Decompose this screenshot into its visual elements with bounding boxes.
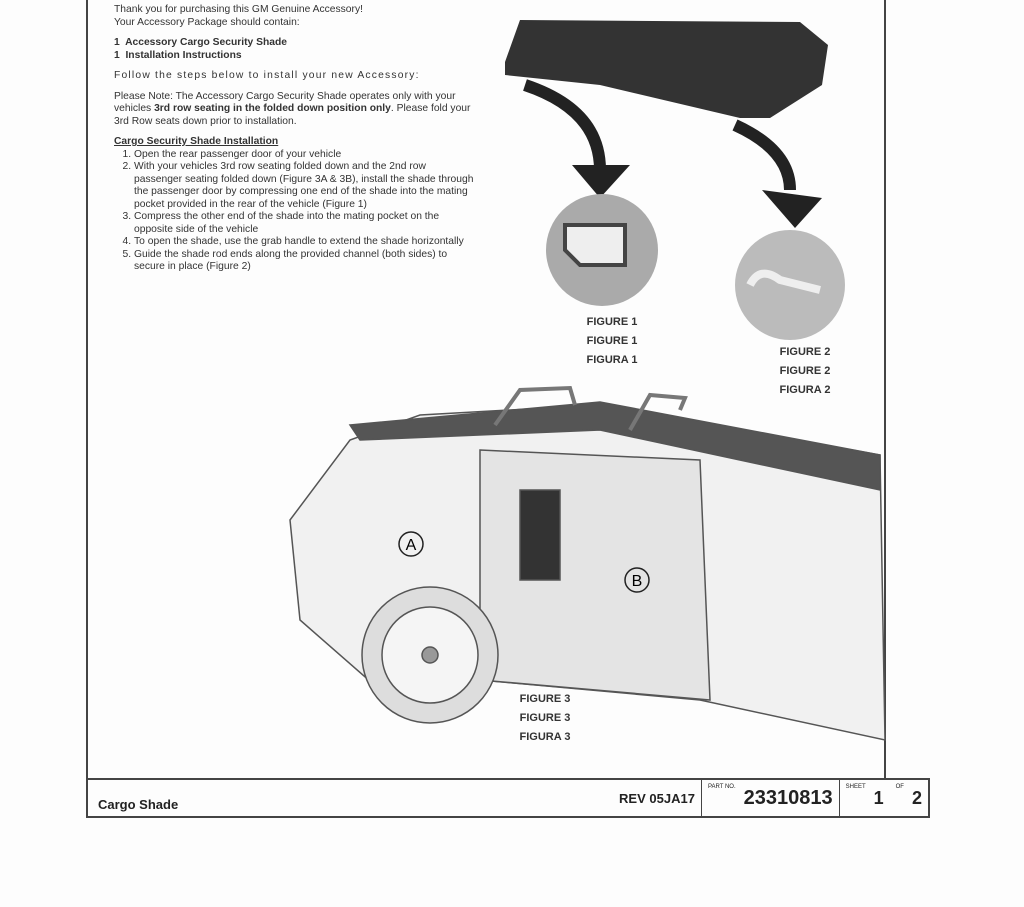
step: Guide the shade rod ends along the provi… [134,249,474,274]
title-block: Cargo Shade REV 05JA17 PART NO. 23310813… [86,778,930,818]
caption-line: FIGURA 3 [519,731,571,743]
step: With your vehicles 3rd row seating folde… [134,161,474,211]
install-heading: Cargo Security Shade Installation [114,136,279,147]
sheet-cell: SHEET 1 OF 2 [838,780,928,816]
package-text: Your Accessory Package should contain: [114,16,300,28]
caption-line: FIGURE 1 [586,316,638,328]
part-label: PART NO. [707,784,736,790]
caption-line: FIGURA 2 [779,384,831,396]
arrow-head-icon [762,190,822,228]
cargo-shade-illustration [505,20,828,118]
arrow-icon [732,119,796,191]
caption-line: FIGURE 2 [779,365,831,377]
step: To open the shade, use the grab handle t… [134,236,474,249]
of-label: OF [895,784,904,790]
arrow-head-icon [572,165,630,198]
vehicle-illustration [289,385,886,741]
caption-line: FIGURE 3 [519,712,571,724]
follow-text: Follow the steps below to install your n… [114,70,420,81]
sheet-label: SHEET [845,784,866,790]
thanks-text: Thank you for purchasing this GM Genuine… [114,4,363,15]
instructions-text: Thank you for purchasing this GM Genuine… [114,4,474,274]
document-title: Cargo Shade [98,797,179,812]
revision: REV 05JA17 [619,790,695,806]
figure-1-caption: FIGURE 1 FIGURE 1 FIGURA 1 [572,313,652,370]
sheet-total: 2 [911,787,922,808]
note-text: Please Note: The Accessory Cargo Securit… [114,91,474,129]
figure-2-caption: FIGURE 2 FIGURE 2 FIGURA 2 [765,343,845,400]
arrow-icon [523,79,606,171]
note-pre: Please Note: The Accessory Cargo Securit… [114,90,456,115]
caption-line: FIGURA 1 [586,354,638,366]
note-post: . Please fold your 3rd Row seats down pr… [114,103,471,127]
package-item: 1 Accessory Cargo Security Shade [114,37,288,48]
instruction-sheet [86,0,886,790]
sheet-number: 1 [873,787,884,808]
label-a: A [406,537,417,554]
note-bold: 3rd row seating in the folded down posit… [154,103,391,114]
package-item: 1 Installation Instructions [114,49,242,61]
step: Open the rear passenger door of your veh… [134,149,474,162]
step: Compress the other end of the shade into… [134,211,474,236]
label-b: B [632,573,643,590]
caption-line: FIGURE 3 [519,693,571,705]
part-number-cell: PART NO. 23310813 [700,780,839,816]
install-steps: Open the rear passenger door of your veh… [114,149,474,274]
caption-line: FIGURE 1 [586,335,638,347]
part-number: 23310813 [743,786,833,809]
figure-3-caption: FIGURE 3 FIGURE 3 FIGURA 3 [505,690,585,747]
caption-line: FIGURE 2 [779,346,831,358]
